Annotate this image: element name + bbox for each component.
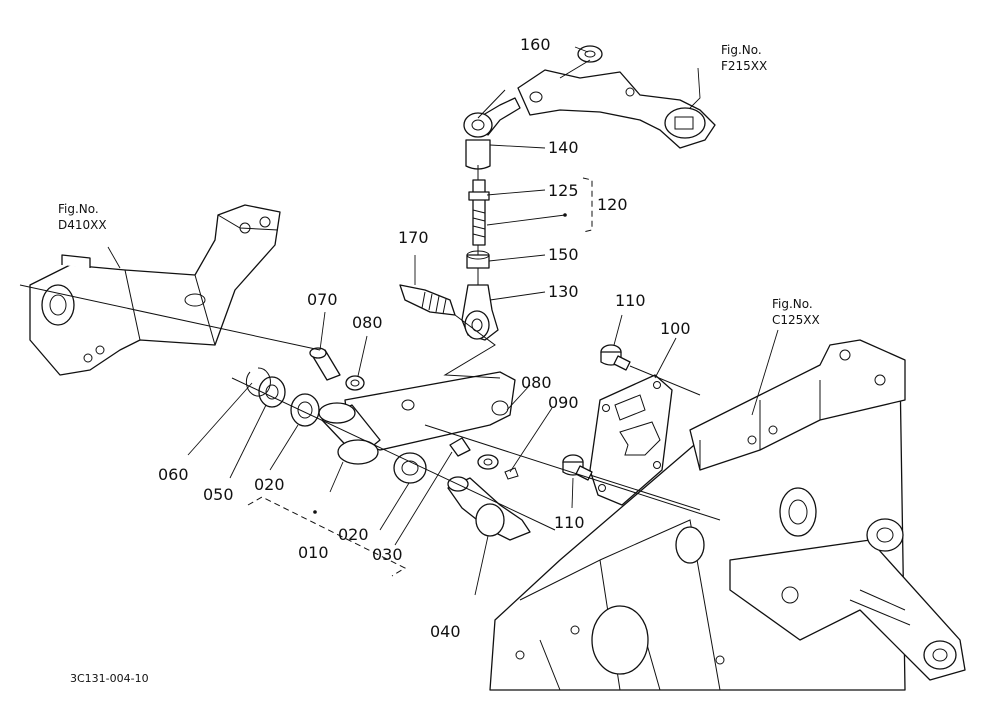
pin-070 bbox=[309, 347, 341, 381]
label-020-right[interactable]: 020 bbox=[338, 525, 369, 544]
label-010[interactable]: 010 bbox=[298, 543, 329, 562]
label-120[interactable]: 120 bbox=[597, 195, 628, 214]
label-090[interactable]: 090 bbox=[548, 393, 579, 412]
drawing-code: 3C131-004-10 bbox=[70, 672, 149, 685]
bushing-020-right bbox=[393, 452, 427, 484]
svg-text:C125XX: C125XX bbox=[772, 313, 820, 327]
label-040[interactable]: 040 bbox=[430, 622, 461, 641]
bolt-110-upper bbox=[600, 344, 631, 371]
svg-text:Fig.No.: Fig.No. bbox=[58, 202, 99, 216]
label-030[interactable]: 030 bbox=[372, 545, 403, 564]
fig-ref-f215[interactable]: Fig.No. F215XX bbox=[721, 43, 767, 73]
washer-080-lower bbox=[477, 454, 499, 470]
assembly-brackets bbox=[247, 177, 593, 577]
fig-ref-c125[interactable]: Fig.No. C125XX bbox=[772, 297, 820, 327]
label-020-left[interactable]: 020 bbox=[254, 475, 285, 494]
upper-link-arm bbox=[517, 45, 716, 149]
transmission-housing bbox=[489, 339, 966, 691]
bolt-110-lower bbox=[562, 454, 593, 481]
svg-text:Fig.No.: Fig.No. bbox=[772, 297, 813, 311]
washer-080-upper bbox=[345, 375, 365, 391]
label-080-upper[interactable]: 080 bbox=[352, 313, 383, 332]
label-110-upper[interactable]: 110 bbox=[615, 291, 646, 310]
rod-assembly bbox=[399, 97, 521, 341]
leader-dot bbox=[563, 213, 567, 217]
svg-text:D410XX: D410XX bbox=[58, 218, 107, 232]
label-100[interactable]: 100 bbox=[660, 319, 691, 338]
label-060[interactable]: 060 bbox=[158, 465, 189, 484]
label-080-lower[interactable]: 080 bbox=[521, 373, 552, 392]
label-070[interactable]: 070 bbox=[307, 290, 338, 309]
collar-030 bbox=[449, 437, 471, 457]
label-110-lower[interactable]: 110 bbox=[554, 513, 585, 532]
label-160[interactable]: 160 bbox=[520, 35, 551, 54]
label-150[interactable]: 150 bbox=[548, 245, 579, 264]
leader-dot bbox=[313, 510, 317, 514]
left-bracket bbox=[29, 204, 281, 376]
sleeve-030 bbox=[318, 402, 381, 465]
label-170[interactable]: 170 bbox=[398, 228, 429, 247]
snap-ring-060 bbox=[245, 367, 271, 397]
shaft-040 bbox=[447, 476, 531, 541]
bushing-020-left bbox=[290, 393, 320, 427]
label-125[interactable]: 125 bbox=[548, 181, 579, 200]
fig-ref-d410[interactable]: Fig.No. D410XX bbox=[58, 202, 107, 232]
label-140[interactable]: 140 bbox=[548, 138, 579, 157]
leader-lines bbox=[19, 46, 779, 596]
svg-text:F215XX: F215XX bbox=[721, 59, 767, 73]
svg-text:Fig.No.: Fig.No. bbox=[721, 43, 762, 57]
label-050[interactable]: 050 bbox=[203, 485, 234, 504]
label-130[interactable]: 130 bbox=[548, 282, 579, 301]
